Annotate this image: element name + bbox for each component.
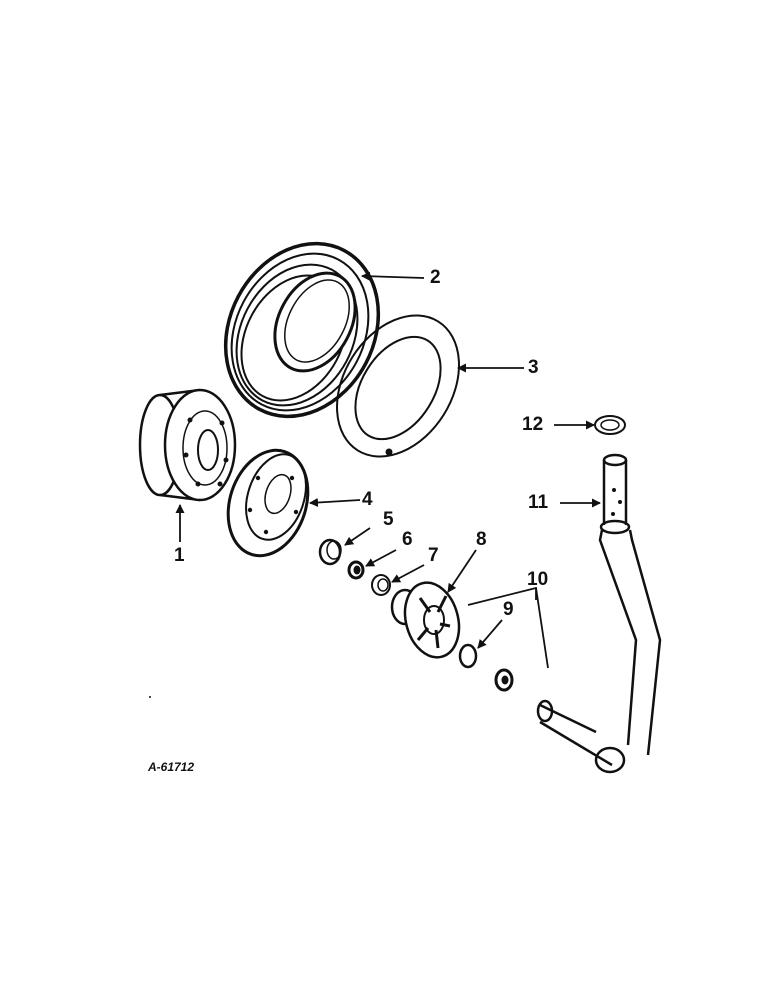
leader-7 <box>391 564 425 583</box>
bearing-cup-part-9 <box>458 643 478 669</box>
callout-label-1: 1 <box>174 545 185 566</box>
leader-lines <box>175 271 601 669</box>
leader-4 <box>309 498 361 508</box>
callout-label-11: 11 <box>528 492 549 513</box>
bearing-cup-part-5 <box>318 538 342 566</box>
rim-part-1 <box>138 388 237 502</box>
callout-label-7: 7 <box>428 545 439 566</box>
figure-reference: A-61712 <box>148 760 195 774</box>
bearing-cone-part-6 <box>347 560 365 580</box>
bearing-cone-part-10 <box>494 668 514 692</box>
tube-part-3 <box>336 314 460 458</box>
spindle-part-11 <box>536 453 662 774</box>
tire-part-2 <box>223 241 381 419</box>
callout-label-4: 4 <box>362 489 373 510</box>
callout-label-12: 12 <box>522 414 544 435</box>
leader-9 <box>477 619 503 649</box>
hub-part-8 <box>390 581 461 659</box>
washer-part-12 <box>594 415 626 435</box>
speck <box>149 696 151 698</box>
leader-6 <box>365 549 397 567</box>
leader-2 <box>361 271 425 281</box>
seal-part-7 <box>371 574 391 596</box>
leader-5 <box>344 527 371 546</box>
callout-label-6: 6 <box>402 529 413 550</box>
callout-label-9: 9 <box>503 599 514 620</box>
callout-label-5: 5 <box>383 509 394 530</box>
callout-label-8: 8 <box>476 529 487 550</box>
leader-8 <box>447 549 477 593</box>
callout-label-2: 2 <box>430 267 441 288</box>
callout-label-3: 3 <box>528 357 539 378</box>
callout-label-10: 10 <box>527 569 549 590</box>
rim-half-part-4 <box>226 448 310 558</box>
